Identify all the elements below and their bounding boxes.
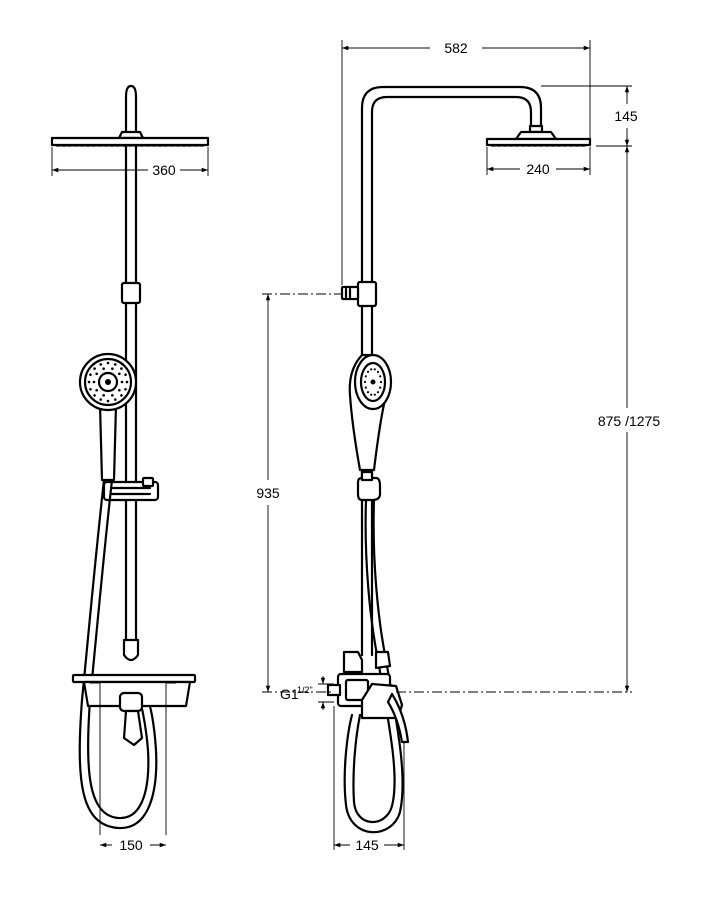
dim-side-arm-reach: 582 — [341, 40, 591, 285]
side-mixer — [326, 650, 410, 850]
dim-front-head-width: 360 — [51, 147, 209, 178]
dim-side-arm-reach-label: 582 — [444, 40, 468, 56]
dim-side-outlet-height: 935 — [256, 293, 342, 693]
side-rain-head — [485, 124, 592, 147]
dim-connection-thread-fraction: 1/2" — [297, 685, 313, 695]
dim-connection-thread: G1 1/2" — [280, 676, 334, 710]
front-rain-head — [50, 130, 210, 147]
front-slider-holder — [102, 476, 160, 502]
side-hose — [343, 498, 404, 834]
dim-side-total-height: 875 /1275 — [396, 146, 660, 693]
front-top-rod — [124, 84, 138, 142]
side-shower-arm — [360, 85, 543, 287]
dim-side-total-height-label: 875 /1275 — [598, 413, 660, 429]
front-hand-shower — [78, 352, 138, 482]
dim-front-spout-width: 150 — [100, 837, 166, 853]
front-view: 360 150 — [50, 84, 210, 853]
side-rail-connector — [340, 280, 378, 308]
side-hand-nozzles — [363, 368, 383, 396]
side-hand-shower — [348, 353, 393, 472]
dim-side-head-height-label: 145 — [614, 108, 638, 124]
hand-shower-nozzles — [87, 361, 129, 403]
dim-front-head-width-label: 360 — [152, 162, 176, 178]
dim-side-base-width: 145 — [334, 837, 404, 853]
front-rail-connector — [120, 281, 142, 305]
side-head-nozzles — [492, 145, 584, 147]
dim-side-outlet-height-label: 935 — [256, 485, 280, 501]
dim-side-base-width-label: 145 — [355, 837, 379, 853]
dim-connection-thread-label: G1 — [280, 686, 299, 702]
side-slider-holder — [356, 470, 382, 502]
dim-side-head-width-label: 240 — [526, 161, 550, 177]
dim-front-spout-width-label: 150 — [119, 837, 143, 853]
front-hose — [78, 478, 158, 830]
side-view: 582 145 240 935 — [256, 40, 660, 853]
dim-side-head-width: 240 — [486, 147, 591, 177]
front-mixer — [71, 638, 197, 835]
